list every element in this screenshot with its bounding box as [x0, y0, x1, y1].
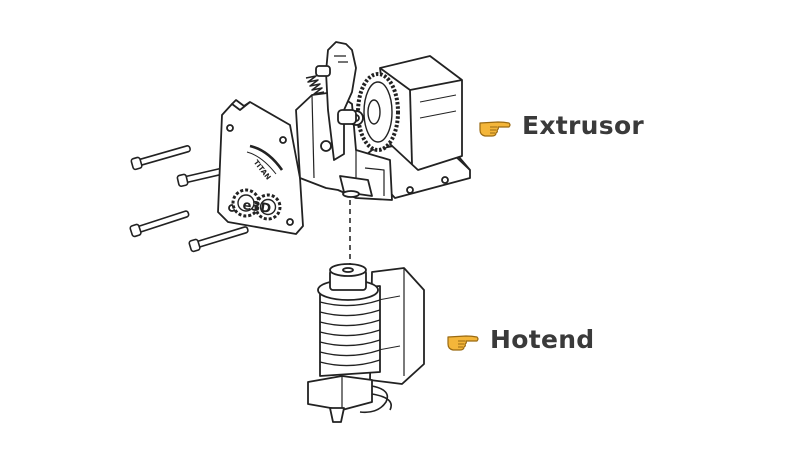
heatsink-fins — [319, 299, 381, 367]
hotend-assembly — [307, 263, 425, 423]
stepper-motor — [379, 55, 463, 171]
screw-3 — [128, 207, 191, 238]
plate-logo-text: e3D — [242, 198, 273, 217]
drive-gear — [356, 72, 400, 152]
screw-1 — [129, 142, 193, 171]
screw-4 — [187, 223, 251, 253]
pointing-hand-icon — [479, 120, 511, 137]
extruder-label-text: Extrusor — [522, 111, 645, 140]
tension-spring — [305, 75, 325, 95]
logo-gear-left — [231, 188, 261, 218]
logo-gear-right — [254, 193, 282, 221]
heater-block — [307, 375, 373, 411]
extruder-assembly — [295, 41, 471, 201]
nozzle — [329, 407, 345, 423]
hotend-label-text: Hotend — [490, 325, 595, 354]
hotend-label: Hotend — [446, 325, 595, 354]
tension-lever — [325, 41, 357, 161]
pointing-hand-icon — [447, 334, 479, 351]
front-plate — [217, 99, 304, 235]
extruder-label: Extrusor — [478, 111, 644, 140]
